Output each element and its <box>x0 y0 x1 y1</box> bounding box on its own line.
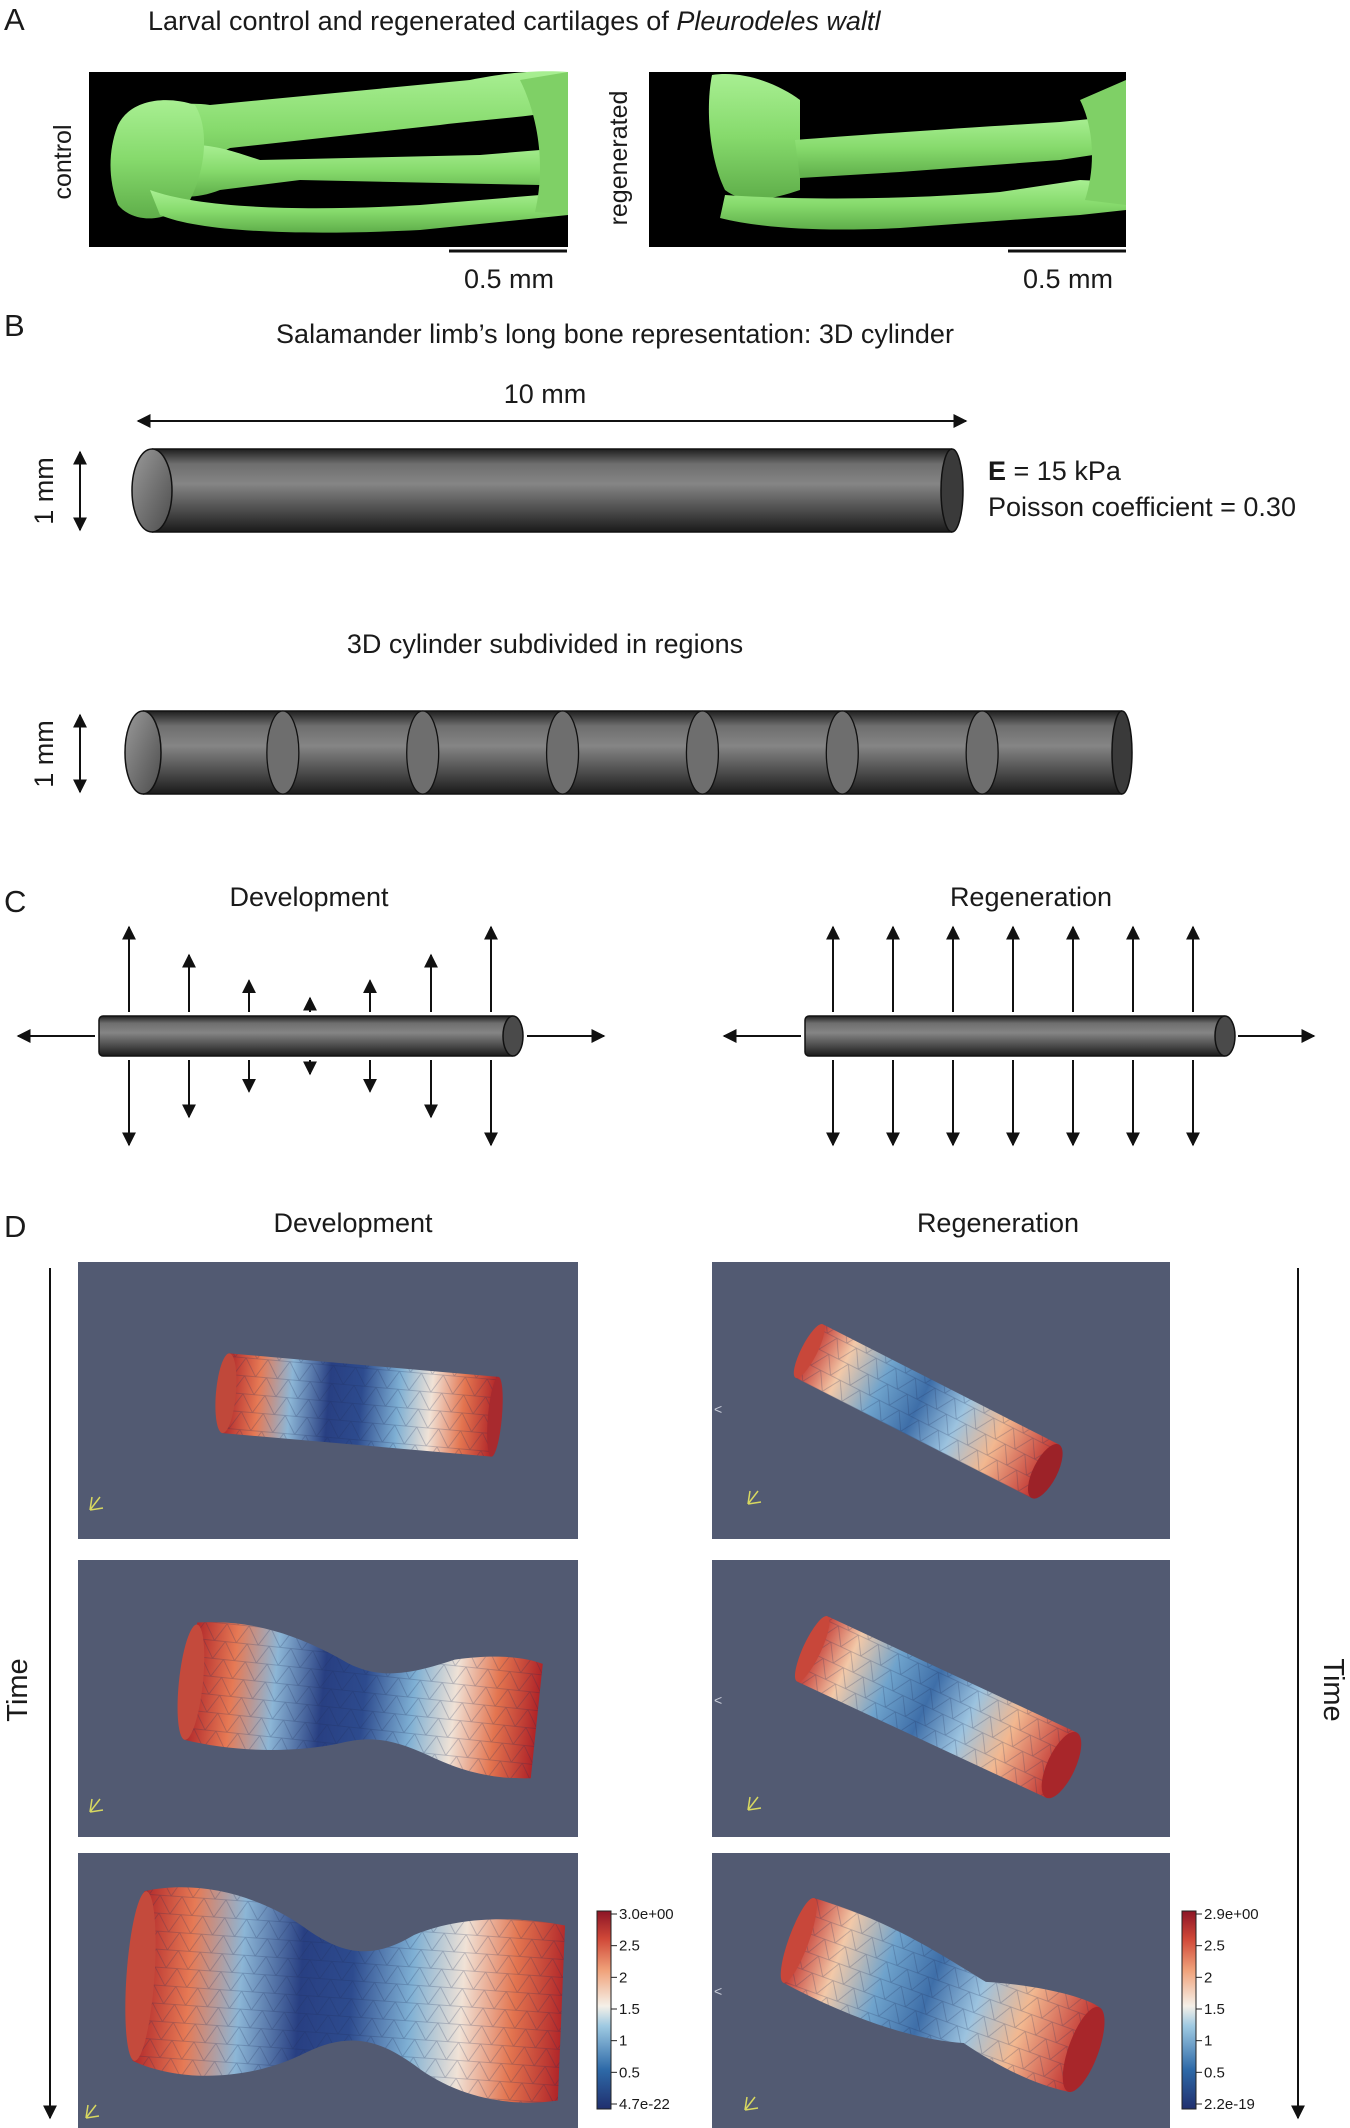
cylinder-subdivided <box>124 710 1133 795</box>
colorbar-left-ticks: 3.0e+00 2.5 2 1.5 1 0.5 4.7e-22 <box>611 1906 674 2113</box>
colorbar-tick-label: 0.5 <box>619 2064 640 2081</box>
regeneration-sim-1-marker: < <box>714 1401 722 1417</box>
colorbar-tick-label: 1 <box>619 2033 627 2050</box>
regeneration-sim-2-marker: < <box>714 1692 722 1708</box>
colorbar-tick-label: 0.5 <box>1204 2064 1225 2081</box>
region-boundary <box>685 710 720 795</box>
region-boundary <box>965 710 999 795</box>
development-sim-2 <box>78 1560 578 1837</box>
panel-b-title: Salamander limb’s long bone representati… <box>276 319 954 349</box>
regenerated-cartilage-image <box>649 72 1126 247</box>
scale-label-left: 0.5 mm <box>464 264 554 294</box>
colorbar-right <box>1181 1910 1197 2110</box>
colorbar-tick-label: 4.7e-22 <box>619 2096 670 2113</box>
colorbar-tick-label: 2 <box>1204 1969 1212 1986</box>
panel-d-letter: D <box>4 1209 26 1244</box>
colorbar-left <box>596 1910 612 2110</box>
regeneration-sim-3-marker: < <box>714 1983 722 1999</box>
regeneration-radial-arrows <box>826 925 1200 1147</box>
control-cartilage-image <box>89 71 568 247</box>
subdivided-title: 3D cylinder subdivided in regions <box>347 629 743 659</box>
modulus-value: = 15 kPa <box>1006 456 1122 486</box>
region-boundary <box>825 710 859 795</box>
colorbar-tick-label: 1.5 <box>619 2001 640 2018</box>
panel-c-letter: C <box>4 884 26 919</box>
regeneration-sim-2: < <box>712 1560 1170 1837</box>
colorbar-tick-label: 2.5 <box>619 1938 640 1955</box>
development-rod <box>98 1015 524 1057</box>
time-label-right: Time <box>1317 1658 1349 1721</box>
development-sim-1 <box>78 1262 578 1539</box>
colorbar-tick-label: 3.0e+00 <box>619 1906 674 1923</box>
panel-b-letter: B <box>4 308 25 343</box>
development-radial-arrows <box>122 925 498 1147</box>
scale-label-right: 0.5 mm <box>1023 264 1113 294</box>
development-sim-3 <box>78 1853 578 2128</box>
regenerated-label: regenerated <box>605 91 633 226</box>
colorbar-tick-label: 1.5 <box>1204 2001 1225 2018</box>
regeneration-sim-1: < <box>712 1262 1170 1539</box>
colorbar-tick-label: 2.2e-19 <box>1204 2096 1255 2113</box>
regeneration-rod <box>804 1015 1236 1057</box>
diameter-label: 1 mm <box>29 457 59 525</box>
panel-a-title-species: Pleurodeles waltl <box>676 6 881 36</box>
cylinder-full <box>131 448 964 533</box>
panel-a-title: Larval control and regenerated cartilage… <box>148 6 881 36</box>
length-label: 10 mm <box>504 379 587 409</box>
colorbar-tick-label: 2.5 <box>1204 1938 1225 1955</box>
development-title-d: Development <box>273 1208 433 1238</box>
regeneration-title-c: Regeneration <box>950 882 1112 912</box>
regeneration-sim-3: < <box>712 1853 1170 2128</box>
development-title-c: Development <box>229 882 389 912</box>
panel-a-letter: A <box>4 2 25 37</box>
region-boundary <box>545 710 580 795</box>
colorbar-right-ticks: 2.9e+00 2.5 2 1.5 1 0.5 2.2e-19 <box>1196 1906 1259 2113</box>
regeneration-title-d: Regeneration <box>917 1208 1079 1238</box>
modulus-symbol: E <box>988 456 1006 486</box>
control-label: control <box>49 124 77 199</box>
time-label-left: Time <box>2 1658 34 1721</box>
colorbar-tick-label: 1 <box>1204 2033 1212 2050</box>
diameter-label-2: 1 mm <box>29 720 59 788</box>
region-boundary <box>266 710 300 795</box>
colorbar-tick-label: 2 <box>619 1969 627 1986</box>
panel-a-title-plain: Larval control and regenerated cartilage… <box>148 6 676 36</box>
region-boundary <box>406 710 440 795</box>
modulus-text: E = 15 kPa <box>988 456 1122 486</box>
colorbar-tick-label: 2.9e+00 <box>1204 1906 1259 1923</box>
poisson-text: Poisson coefficient = 0.30 <box>988 492 1296 522</box>
